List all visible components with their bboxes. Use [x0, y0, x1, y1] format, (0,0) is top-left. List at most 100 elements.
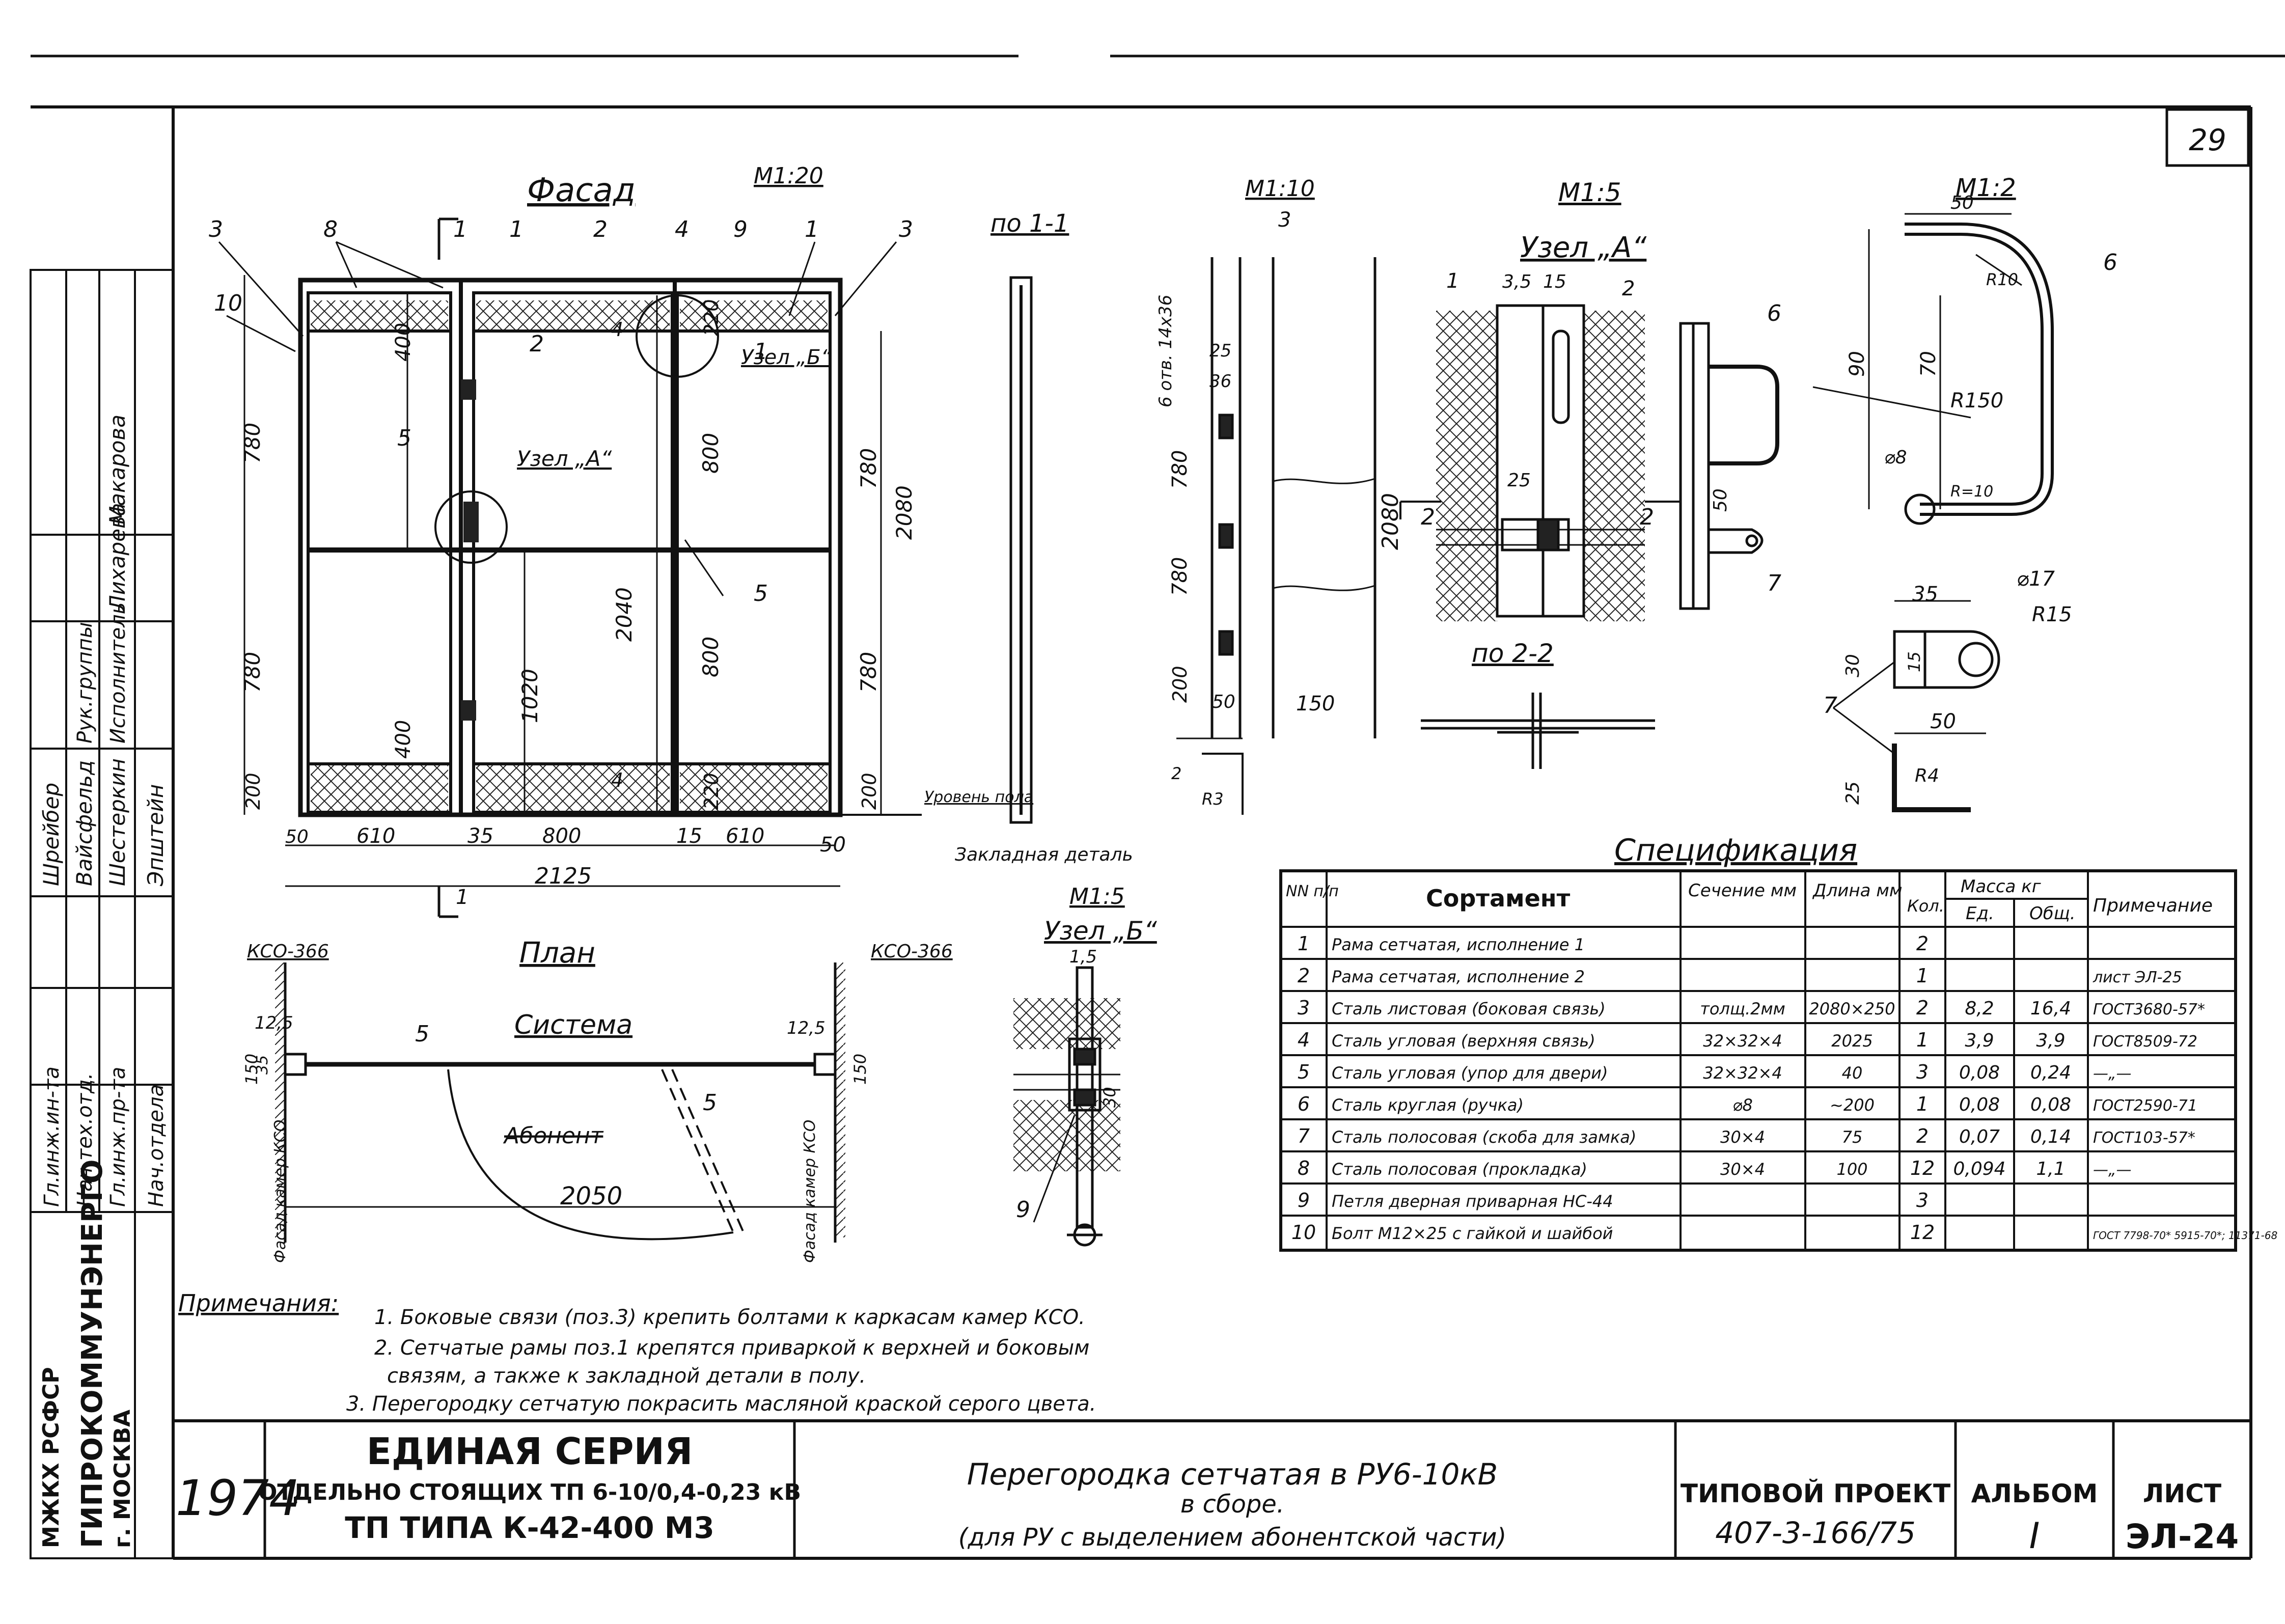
svg-text:30: 30	[1100, 1087, 1119, 1108]
drawing-title-1: Перегородка сетчатая в РУ6-10кВ	[967, 1457, 1498, 1492]
svg-text:R=10: R=10	[1950, 483, 1993, 501]
series-line3: ТП ТИПА К-42-400 М3	[345, 1510, 714, 1545]
spec-cell-note: ГОСТ 7798-70* 5915-70*; 11371-68	[2093, 1229, 2277, 1242]
svg-text:15: 15	[676, 824, 702, 848]
facade-dimensions	[243, 217, 922, 918]
role-3: Гл.инж.пр-та	[106, 1067, 130, 1207]
series-line1: ЕДИНАЯ СЕРИЯ	[367, 1430, 693, 1473]
spec-cell-sec: 30×4	[1720, 1127, 1765, 1147]
svg-text:150: 150	[242, 1054, 261, 1085]
spec-cell-name: Болт М12×25 с гайкой и шайбой	[1332, 1224, 1613, 1243]
svg-text:50: 50	[285, 827, 309, 847]
svg-text:800: 800	[698, 637, 723, 677]
album-label: АЛЬБОМ	[1971, 1479, 2098, 1508]
kso-right: КСО-366	[871, 941, 953, 962]
spec-cell-qty: 2	[1916, 1125, 1929, 1147]
svg-text:50: 50	[1212, 692, 1235, 712]
svg-text:25: 25	[1507, 470, 1531, 491]
svg-text:2: 2	[1622, 277, 1635, 300]
spec-cell-len: ~200	[1830, 1095, 1875, 1115]
svg-text:2: 2	[1421, 504, 1435, 530]
plan-title: План	[519, 937, 595, 970]
page-number: 29	[2189, 123, 2226, 157]
kso-left: КСО-366	[247, 941, 329, 962]
svg-text:R15: R15	[2032, 603, 2072, 626]
handle-scale: М1:2	[1956, 174, 2016, 202]
svg-text:7: 7	[1767, 570, 1781, 596]
node-a-title: Узел „А“	[1520, 231, 1647, 264]
svg-text:4: 4	[611, 318, 623, 341]
role-1: Гл.инж.ин-та	[40, 1066, 64, 1207]
svg-text:70: 70	[1917, 351, 1940, 377]
drawing-title-2: в сборе.	[1180, 1490, 1284, 1519]
spec-cell-name: Рама сетчатая, исполнение 2	[1332, 967, 1585, 986]
svg-text:35: 35	[254, 1055, 271, 1075]
left-stamp	[30, 269, 174, 1559]
svg-text:1: 1	[456, 886, 469, 909]
facade-kso-left: Фасад камер КСО	[271, 1120, 289, 1263]
svg-text:780: 780	[240, 423, 265, 463]
svg-text:2: 2	[1171, 764, 1181, 783]
spec-cell-total: 0,08	[2030, 1094, 2071, 1115]
svg-text:Сечение мм: Сечение мм	[1688, 880, 1797, 901]
role-4: Нач.отдела	[145, 1084, 168, 1207]
svg-text:2080: 2080	[892, 485, 917, 540]
profile-dims: 6 отв. 14х36 25 36 780 780 200 50 150 20…	[1155, 295, 1403, 809]
spec-title: Спецификация	[1614, 833, 1857, 868]
spec-cell-qty: 1	[1916, 965, 1929, 987]
spec-cell-note: ГОСТ8509-72	[2093, 1033, 2197, 1051]
node-a-detail: 1 3,5 15 2 25 2 2	[1399, 269, 1682, 621]
svg-text:3: 3	[209, 216, 223, 242]
svg-text:200: 200	[858, 773, 880, 810]
facade-scale: М1:20	[754, 163, 823, 189]
spec-cell-unit: 8,2	[1965, 998, 1994, 1019]
svg-text:25: 25	[1842, 781, 1863, 805]
svg-text:9: 9	[1016, 1197, 1030, 1223]
facade-title: Фасад	[527, 172, 636, 209]
svg-text:90: 90	[1846, 351, 1869, 377]
spec-cell-total: 0,24	[2030, 1062, 2071, 1083]
node-a-ref: Узел „А“	[517, 446, 612, 471]
role-5: Рук.группы	[73, 622, 97, 744]
svg-text:Примечание: Примечание	[2093, 895, 2213, 916]
spec-cell-note: ГОСТ103-57*	[2093, 1129, 2195, 1147]
spec-cell-qty: 3	[1916, 1061, 1929, 1083]
svg-text:Ед.: Ед.	[1966, 903, 1994, 924]
svg-text:NN п/п: NN п/п	[1286, 883, 1339, 900]
note-1: 1. Боковые связи (поз.3) крепить болтами…	[374, 1306, 1085, 1329]
facade-dim-labels: 50 610 35 800 15 610 50 2125 780 780 200…	[240, 299, 1133, 889]
svg-text:400: 400	[392, 720, 415, 759]
spec-cell-sec: 32×32×4	[1703, 1063, 1782, 1083]
facade-kso-right: Фасад камер КСО	[801, 1120, 819, 1263]
spec-cell-n: 7	[1298, 1125, 1310, 1147]
facade-partition	[298, 278, 843, 817]
spec-cell-name: Сталь круглая (ручка)	[1332, 1095, 1524, 1115]
facade-leaders	[218, 241, 897, 352]
left-stamp-text: Гл.инж.ин-та Нач.тех.отд. Гл.инж.пр-та Н…	[38, 415, 168, 1548]
svg-text:25: 25	[1209, 341, 1231, 361]
svg-text:12,5: 12,5	[255, 1013, 293, 1033]
bracket-detail	[1833, 600, 2000, 812]
section-1-1-title: по 1-1	[990, 209, 1069, 238]
name-3: Шестеркин	[105, 758, 130, 886]
svg-text:50: 50	[1930, 710, 1956, 733]
node-b-title: Узел „Б“	[1044, 916, 1158, 946]
notes: Примечания: 1. Боковые связи (поз.3) кре…	[178, 1289, 1096, 1416]
spec-cell-sec: ⌀8	[1732, 1095, 1753, 1115]
spec-cell-note: ГОСТ3680-57*	[2093, 1001, 2205, 1019]
node-a-scale: М1:5	[1558, 178, 1621, 207]
note-3: 3. Перегородку сетчатую покрасить маслян…	[346, 1392, 1096, 1416]
plan-view: 2050 12,5 12,5 150 150 35 Фасад камер КС…	[242, 962, 870, 1263]
notes-title: Примечания:	[178, 1289, 339, 1317]
svg-text:5: 5	[415, 1021, 429, 1047]
node-b-ref: Узел „Б“	[741, 346, 832, 369]
spec-cell-n: 1	[1298, 932, 1310, 955]
spec-cell-qty: 12	[1910, 1221, 1935, 1244]
handle-detail: 50 R10 R150 ⌀8 R=10 90 70 6	[1812, 192, 2117, 525]
spec-cell-total: 0,14	[2030, 1126, 2071, 1147]
spec-cell-sec: 30×4	[1720, 1160, 1765, 1179]
svg-text:5: 5	[703, 1090, 717, 1116]
svg-text:2040: 2040	[612, 587, 637, 642]
svg-text:10: 10	[214, 290, 242, 316]
svg-text:2: 2	[530, 331, 544, 357]
